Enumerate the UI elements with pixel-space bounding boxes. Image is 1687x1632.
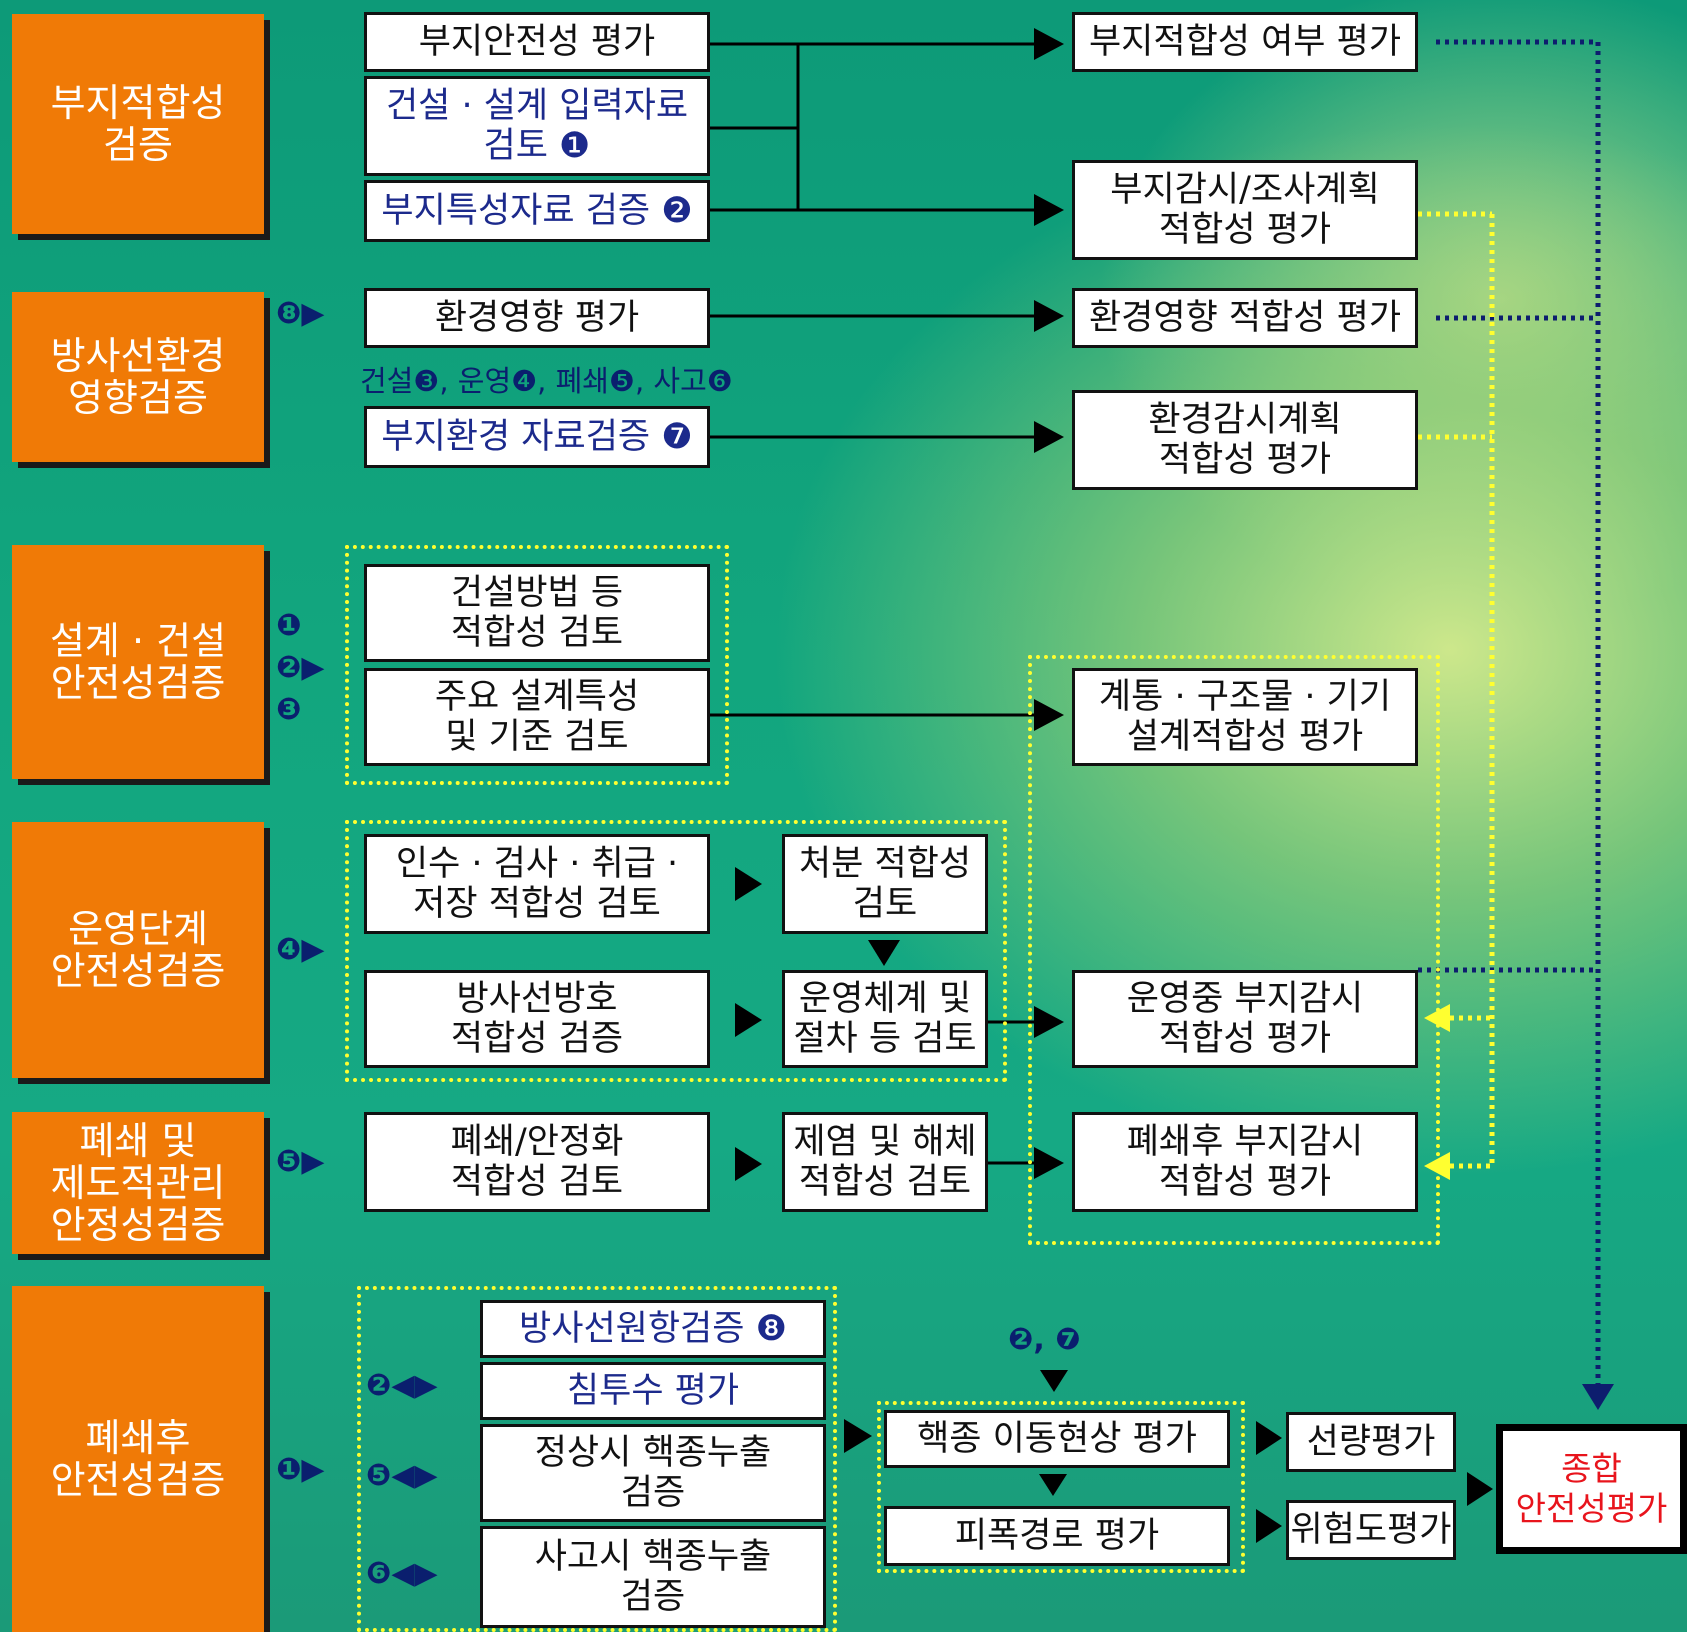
marker-4-ops: ❹▶ [276, 932, 325, 967]
box-nuclide-transport: 핵종 이동현상 평가 [884, 1410, 1230, 1468]
env-sub-cases: 건설❸, 운영❹, 폐쇄❺, 사고❻ [360, 364, 733, 398]
marker-2-design: ❷▶ [276, 650, 325, 685]
box-closure-stabilization: 폐쇄/안정화 적합성 검토 [364, 1112, 710, 1212]
transport-zone [877, 1401, 1245, 1573]
box-disposal-suitability: 처분 적합성 검토 [782, 834, 988, 934]
marker-5-post: ❺◀▶ [366, 1458, 438, 1493]
box-operating-monitoring: 운영중 부지감시 적합성 평가 [1072, 970, 1418, 1068]
box-accident-release: 사고시 핵종누출 검증 [480, 1526, 826, 1628]
box-env-monitoring-plan: 환경감시계획 적합성 평가 [1072, 390, 1418, 490]
marker-1-post: ❶▶ [276, 1452, 325, 1487]
category-env: 방사선환경 영향검증 [12, 292, 264, 462]
box-risk-assessment: 위험도평가 [1286, 1500, 1456, 1560]
box-site-characteristics: 부지특성자료 검증 ❷ [364, 180, 710, 242]
box-env-impact: 환경영향 평가 [364, 288, 710, 348]
box-radiation-protection: 방사선방호 적합성 검증 [364, 970, 710, 1068]
box-design-features: 주요 설계특성 및 기준 검토 [364, 668, 710, 766]
box-infiltration: 침투수 평가 [480, 1362, 826, 1420]
marker-5-closure: ❺▶ [276, 1144, 325, 1179]
box-acceptance-storage: 인수 · 검사 · 취급 · 저장 적합성 검토 [364, 834, 710, 934]
box-site-env-data: 부지환경 자료검증 ❼ [364, 406, 710, 468]
category-ops: 운영단계 안전성검증 [12, 822, 264, 1078]
evaluation-zone [1028, 655, 1440, 1245]
design-zone [345, 545, 729, 785]
marker-2-7: ❷, ❼ [1008, 1322, 1081, 1357]
category-closure: 폐쇄 및 제도적관리 안정성검증 [12, 1112, 264, 1254]
box-operating-system: 운영체계 및 절차 등 검토 [782, 970, 988, 1068]
box-total-safety-assessment: 종합 안전성평가 [1496, 1424, 1687, 1554]
box-site-monitoring-plan: 부지감시/조사계획 적합성 평가 [1072, 160, 1418, 260]
category-post: 폐쇄후 안전성검증 [12, 1286, 264, 1632]
marker-1-design: ❶ [276, 608, 302, 643]
box-decontamination: 제염 및 해체 적합성 검토 [782, 1112, 988, 1212]
box-design-input: 건설 · 설계 입력자료 검토 ❶ [364, 76, 710, 176]
marker-2-post: ❷◀▶ [366, 1368, 438, 1403]
post-release-zone [357, 1286, 837, 1632]
box-dose-assessment: 선량평가 [1286, 1412, 1456, 1472]
box-site-suitability: 부지적합성 여부 평가 [1072, 12, 1418, 72]
ops-zone [345, 820, 1007, 1082]
box-site-safety: 부지안전성 평가 [364, 12, 710, 72]
marker-3-design: ❸ [276, 692, 302, 727]
box-env-impact-suitability: 환경영향 적합성 평가 [1072, 288, 1418, 348]
category-design: 설계 · 건설 안전성검증 [12, 545, 264, 779]
box-exposure-pathway: 피폭경로 평가 [884, 1506, 1230, 1566]
category-site: 부지적합성 검증 [12, 14, 264, 234]
marker-6-post: ❻◀▶ [366, 1556, 438, 1591]
marker-8-env: ❽▶ [276, 296, 325, 331]
box-construction-method: 건설방법 등 적합성 검토 [364, 564, 710, 662]
box-post-closure-monitoring: 폐쇄후 부지감시 적합성 평가 [1072, 1112, 1418, 1212]
box-source-term: 방사선원항검증 ❽ [480, 1300, 826, 1358]
box-system-design-suitability: 계통 · 구조물 · 기기 설계적합성 평가 [1072, 668, 1418, 766]
box-normal-release: 정상시 핵종누출 검증 [480, 1424, 826, 1522]
